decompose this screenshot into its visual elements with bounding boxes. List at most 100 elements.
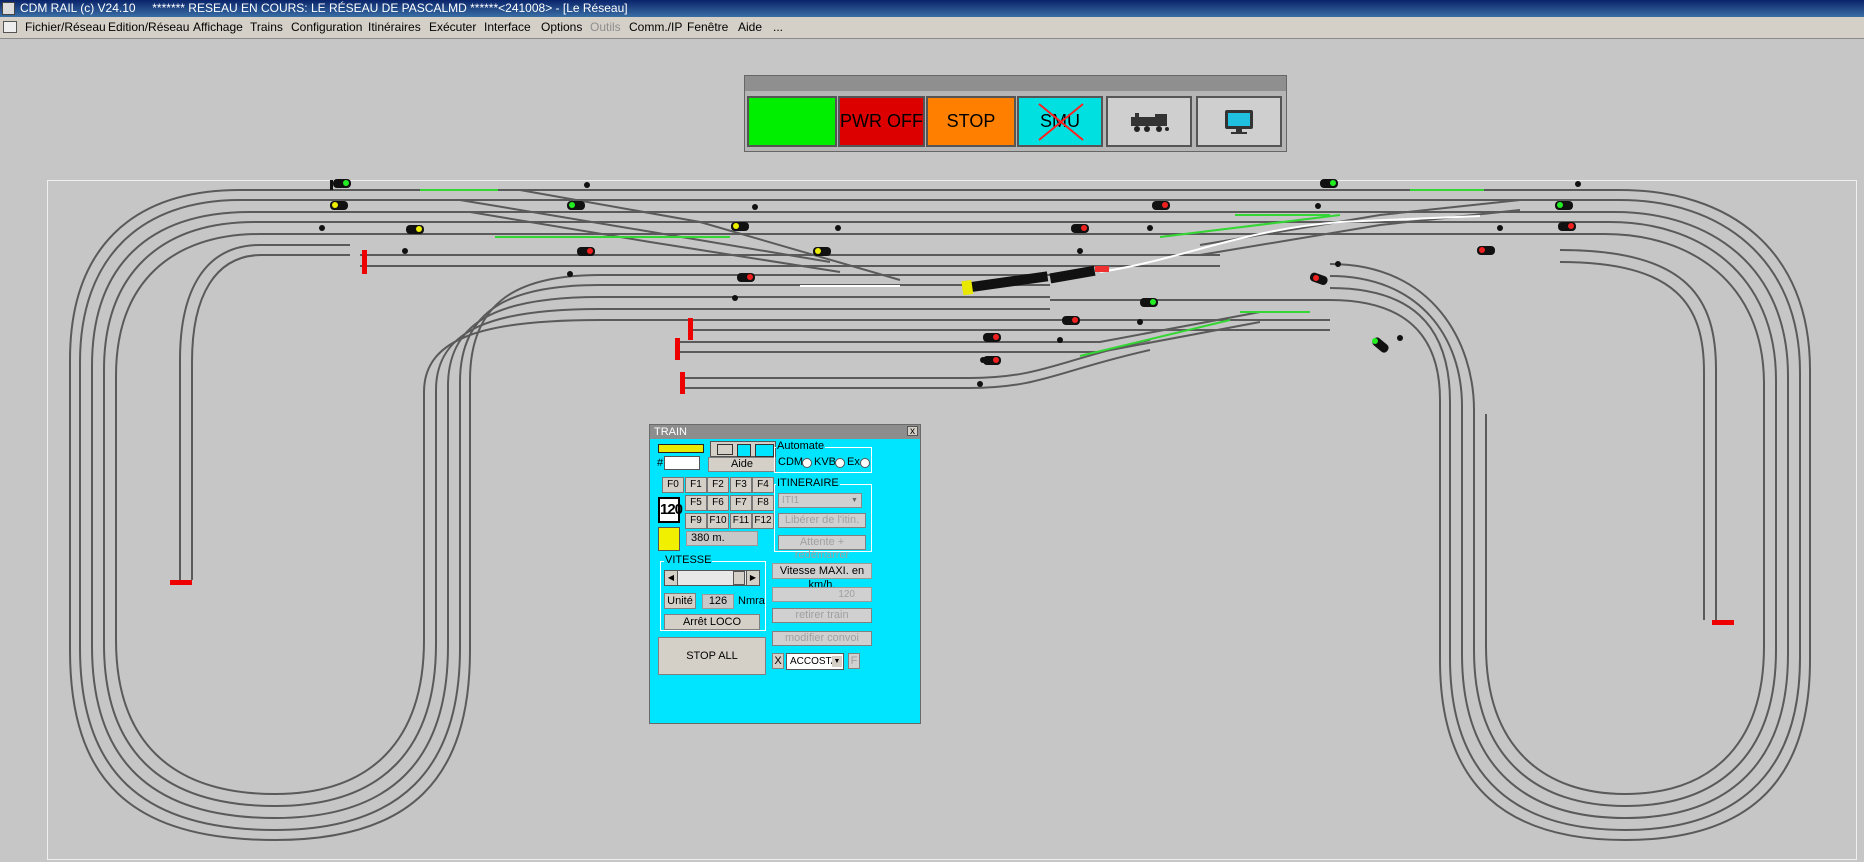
- buffer-stop: [170, 580, 192, 585]
- menu-bar: Fichier/Réseau Edition/Réseau Affichage …: [0, 17, 1864, 39]
- train-panel: TRAIN x # Aide F0 F1 F2 F3 F4 F5 F6 F7 F…: [649, 424, 921, 724]
- buffer-stop: [688, 318, 693, 340]
- buffer-stop: [1712, 620, 1734, 625]
- aide-button[interactable]: Aide: [708, 457, 776, 472]
- attente-button: Attente + redémarrer: [778, 535, 866, 561]
- signals[interactable]: [330, 179, 1576, 365]
- view-mode-selector[interactable]: [710, 441, 776, 457]
- stop-button[interactable]: STOP: [926, 96, 1016, 147]
- toolbar-handle[interactable]: [745, 76, 1286, 91]
- slider-thumb[interactable]: [733, 571, 745, 585]
- view-small-icon[interactable]: [717, 444, 733, 455]
- menu-trains[interactable]: Trains: [250, 20, 283, 34]
- menu-more[interactable]: ...: [773, 20, 784, 34]
- speed-value-readout: 126: [702, 594, 734, 609]
- ex-radio[interactable]: [860, 458, 870, 468]
- loco-thumbnail-icon[interactable]: [658, 444, 704, 453]
- f5-button[interactable]: F5: [685, 495, 707, 511]
- f2-button[interactable]: F2: [707, 477, 729, 493]
- train-sprite[interactable]: [961, 265, 1109, 296]
- menu-fenetre[interactable]: Fenêtre: [687, 20, 729, 34]
- app-icon: [2, 2, 15, 15]
- automate-label: Automate: [776, 440, 826, 452]
- chevron-down-icon[interactable]: ▼: [851, 497, 858, 504]
- f7-button[interactable]: F7: [730, 495, 752, 511]
- menu-aide[interactable]: Aide: [738, 20, 763, 34]
- f11-button[interactable]: F11: [730, 513, 752, 529]
- x-button[interactable]: X: [772, 653, 784, 669]
- menu-options[interactable]: Options: [541, 20, 583, 34]
- nmra-label: Nmra: [738, 595, 765, 607]
- buffer-stop: [362, 250, 367, 274]
- cdm-radio[interactable]: [802, 458, 812, 468]
- f10-button[interactable]: F10: [707, 513, 729, 529]
- vitesse-group: [660, 561, 766, 631]
- slider-left-arrow-icon[interactable]: ◀: [665, 571, 678, 585]
- f3-button[interactable]: F3: [730, 477, 752, 493]
- menu-affichage[interactable]: Affichage: [193, 20, 243, 34]
- ex-label: Ex: [847, 456, 860, 468]
- retirer-train-button: retirer train: [772, 608, 872, 623]
- window-title: CDM RAIL (c) V24.10 ******* RESEAU EN CO…: [20, 1, 628, 15]
- train-color-swatch[interactable]: [658, 527, 680, 551]
- f0-button[interactable]: F0: [662, 477, 684, 493]
- close-button[interactable]: x: [907, 426, 918, 437]
- iti-select-value: ITI1: [782, 495, 800, 506]
- monitor-button[interactable]: [1196, 96, 1282, 147]
- view-medium-icon[interactable]: [737, 444, 751, 457]
- itineraire-label: ITINERAIRE: [776, 477, 840, 489]
- f4-button[interactable]: F4: [752, 477, 774, 493]
- address-input[interactable]: [664, 456, 700, 470]
- monitor-icon: [1225, 109, 1253, 134]
- chevron-down-icon[interactable]: ▼: [832, 656, 842, 667]
- f8-button[interactable]: F8: [752, 495, 774, 511]
- power-on-button[interactable]: [747, 96, 837, 147]
- accosta-select-value: ACCOSTA: [790, 656, 838, 667]
- stop-all-button[interactable]: STOP ALL: [658, 637, 766, 675]
- menu-configuration[interactable]: Configuration: [291, 20, 363, 34]
- speed-limit-sign: 120: [658, 497, 683, 523]
- unite-button[interactable]: Unité: [664, 593, 696, 609]
- smu-button[interactable]: SMU: [1017, 96, 1103, 147]
- f9-button[interactable]: F9: [685, 513, 707, 529]
- layout-frame: [47, 180, 1857, 860]
- vitesse-maxi-label: Vitesse MAXI. en km/h.: [772, 563, 872, 591]
- menu-itineraires[interactable]: Itinéraires: [368, 20, 421, 34]
- kvb-radio[interactable]: [835, 458, 845, 468]
- train-panel-titlebar[interactable]: TRAIN x: [650, 425, 920, 439]
- vmax-input[interactable]: 120: [772, 587, 872, 602]
- menu-interface[interactable]: Interface: [484, 20, 531, 34]
- f-button: F: [848, 653, 860, 669]
- locomotive-icon: [1131, 112, 1169, 132]
- title-bar: CDM RAIL (c) V24.10 ******* RESEAU EN CO…: [0, 0, 1864, 17]
- vitesse-label: VITESSE: [664, 554, 713, 566]
- menu-fichier[interactable]: Fichier/Réseau: [25, 20, 106, 34]
- menu-executer[interactable]: Exécuter: [429, 20, 477, 34]
- cdm-label: CDM: [778, 456, 804, 468]
- slider-right-arrow-icon[interactable]: ▶: [746, 571, 759, 585]
- arret-loco-button[interactable]: Arrêt LOCO: [664, 614, 760, 630]
- f6-button[interactable]: F6: [707, 495, 729, 511]
- f1-button[interactable]: F1: [685, 477, 707, 493]
- view-large-icon[interactable]: [755, 444, 774, 457]
- speed-slider[interactable]: ◀ ▶: [664, 570, 760, 586]
- menu-edition[interactable]: Edition/Réseau: [108, 20, 190, 34]
- liberer-button: Libérer de l'itin.: [778, 513, 866, 528]
- hash-label: #: [657, 457, 664, 469]
- pwr-off-button[interactable]: PWR OFF: [838, 96, 925, 147]
- f12-button[interactable]: F12: [752, 513, 774, 529]
- control-toolbar: PWR OFF STOP SMU: [744, 75, 1287, 152]
- accosta-select[interactable]: ACCOSTA ▼: [786, 653, 844, 670]
- buffer-stop: [680, 372, 685, 394]
- menu-comm-ip[interactable]: Comm./IP: [629, 20, 683, 34]
- distance-readout: 380 m.: [686, 531, 758, 546]
- document-icon[interactable]: [3, 21, 17, 33]
- train-panel-title: TRAIN: [654, 426, 687, 438]
- modifier-convoi-button: modifier convoi: [772, 631, 872, 646]
- buffer-stop: [675, 338, 680, 360]
- iti-select[interactable]: ITI1 ▼: [778, 493, 862, 508]
- kvb-label: KVB: [814, 456, 837, 468]
- menu-outils: Outils: [590, 20, 621, 34]
- locomotive-button[interactable]: [1106, 96, 1192, 147]
